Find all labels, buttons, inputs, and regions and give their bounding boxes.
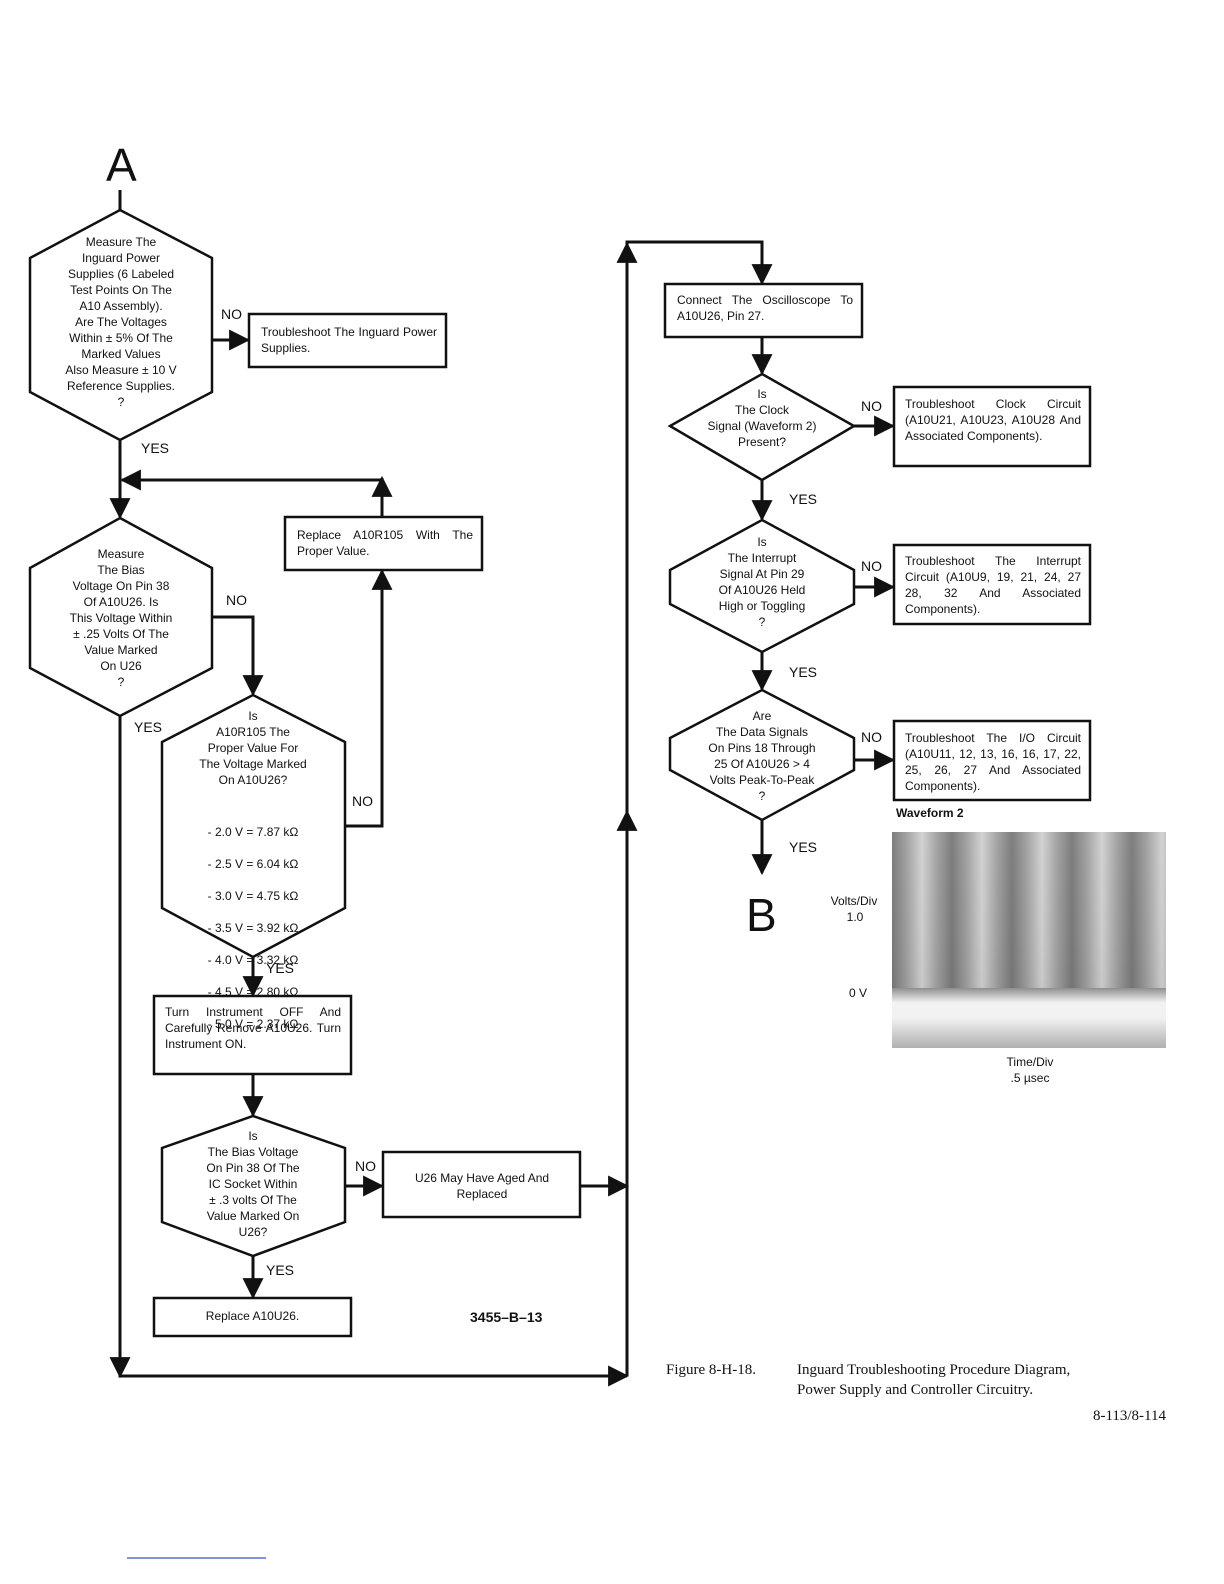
resistor-value: - 4.5 V = 2.80 kΩ <box>207 985 299 999</box>
box-power-supplies-text: Troubleshoot The Inguard Power Supplies. <box>261 325 437 355</box>
resistor-value-list: - 2.0 V = 7.87 kΩ - 2.5 V = 6.04 kΩ - 3.… <box>176 808 330 1048</box>
figure-title-line1: Inguard Troubleshooting Procedure Diagra… <box>797 1362 1071 1378</box>
label-yes-d3: YES <box>266 960 295 976</box>
box-interrupt-circuit-text: Troubleshoot The Interrupt Circuit (A10U… <box>905 554 1081 616</box>
page-number: 8-113/8-114 <box>1092 1408 1166 1424</box>
box-clock-circuit-text: Troubleshoot Clock Circuit (A10U21, A10U… <box>905 397 1081 443</box>
resistor-value: - 2.0 V = 7.87 kΩ <box>207 825 299 839</box>
zero-volt-label: 0 V <box>848 986 867 1000</box>
figure-number: Figure 8-H-18. <box>666 1362 756 1378</box>
waveform-image <box>892 832 1166 1048</box>
volts-div-label: Volts/Div <box>830 894 878 908</box>
box-u26-aged-text: U26 May Have Aged And Replaced <box>414 1171 550 1201</box>
connector-a: A <box>106 139 137 191</box>
line-replace-return <box>119 469 384 517</box>
figure-title-line2: Power Supply and Controller Circuitry. <box>797 1382 1034 1398</box>
waveform-title: Waveform 2 <box>896 806 964 820</box>
resistor-value: - 4.0 V = 3.32 kΩ <box>207 953 299 967</box>
label-no-d4: NO <box>355 1158 376 1174</box>
drawing-number: 3455–B–13 <box>470 1309 543 1325</box>
line-d2-no <box>212 615 264 697</box>
line-d3-no <box>345 568 393 828</box>
resistor-value: - 2.5 V = 6.04 kΩ <box>207 857 299 871</box>
label-yes-d2: YES <box>134 719 163 735</box>
label-yes-d5: YES <box>789 491 818 507</box>
decision-data-signals-text: Are The Data Signals On Pins 18 Through … <box>708 709 816 803</box>
line-bus-up <box>625 240 773 1376</box>
label-no-d3: NO <box>352 793 373 809</box>
decision-a10r105-text: Is A10R105 The Proper Value For The Volt… <box>199 709 307 787</box>
box-replace-u26-text: Replace A10U26. <box>205 1309 300 1323</box>
label-no-d5: NO <box>861 398 882 414</box>
decision-bias-voltage-text: Measure The Bias Voltage On Pin 38 Of A1… <box>69 547 173 689</box>
label-no-d1: NO <box>221 306 242 322</box>
resistor-value: - 3.5 V = 3.92 kΩ <box>207 921 299 935</box>
decision-power-supplies-text: Measure The Inguard Power Supplies (6 La… <box>65 235 177 409</box>
decision-interrupt-signal-text: Is The Interrupt Signal At Pin 29 Of A10… <box>718 535 806 629</box>
decision-clock-signal-text: Is The Clock Signal (Waveform 2) Present… <box>707 387 817 449</box>
box-io-circuit-text: Troubleshoot The I/O Circuit (A10U11, 12… <box>905 731 1081 793</box>
connector-b: B <box>746 889 777 941</box>
label-yes-d4: YES <box>266 1262 295 1278</box>
box-replace-a10r105-text: Replace A10R105 With The Proper Value. <box>297 528 473 558</box>
time-div-value: .5 µsec <box>1010 1071 1050 1085</box>
label-no-d7: NO <box>861 729 882 745</box>
label-no-d6: NO <box>861 558 882 574</box>
label-yes-d6: YES <box>789 664 818 680</box>
box-connect-scope-text: Connect The Oscilloscope To A10U26, Pin … <box>677 293 853 323</box>
resistor-value: - 5.0 V = 2.37 kΩ <box>207 1017 299 1031</box>
label-yes-d7: YES <box>789 839 818 855</box>
waveform-pulses <box>892 832 1166 988</box>
box-turn-off-text: Turn Instrument OFF And Carefully Remove… <box>165 1005 341 1051</box>
time-div-label: Time/Div <box>1006 1055 1054 1069</box>
label-no-d2: NO <box>226 592 247 608</box>
label-yes-d1: YES <box>141 440 170 456</box>
volts-div-value: 1.0 <box>846 910 864 924</box>
decision-socket-voltage-text: Is The Bias Voltage On Pin 38 Of The IC … <box>206 1129 300 1239</box>
resistor-value: - 3.0 V = 4.75 kΩ <box>207 889 299 903</box>
